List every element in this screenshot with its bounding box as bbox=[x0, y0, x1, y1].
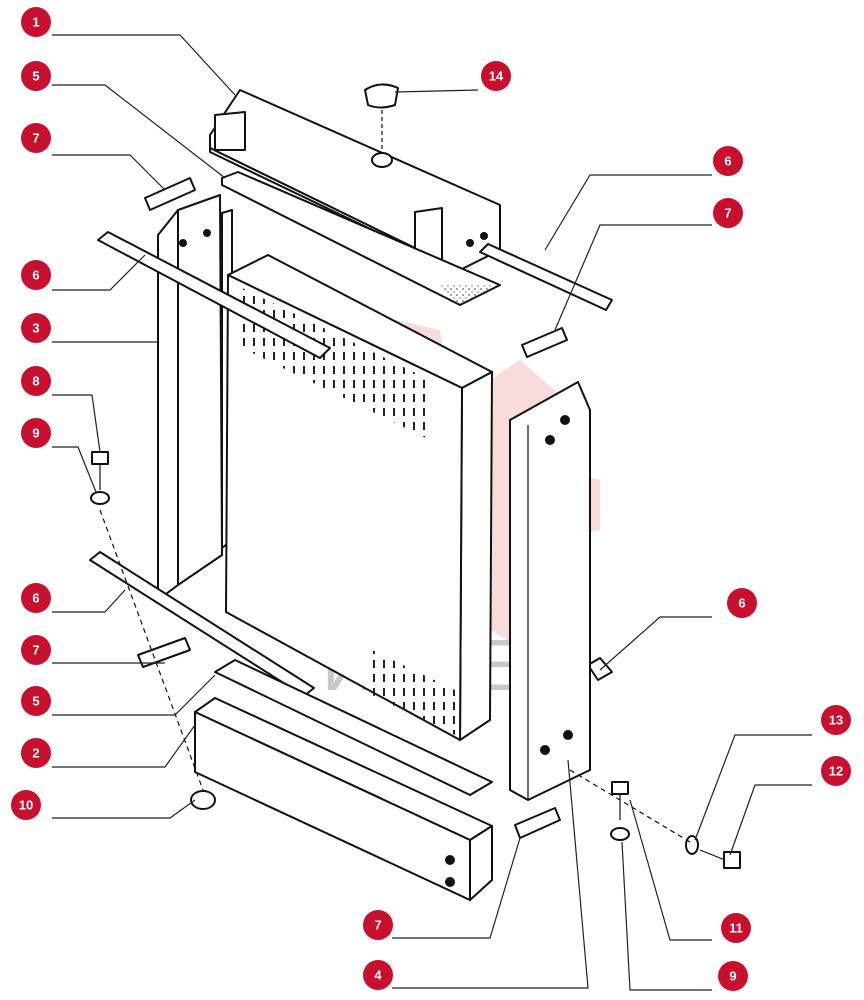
callout-5-bottom-label: 5 bbox=[32, 694, 39, 709]
callout-7-a: 7 bbox=[21, 123, 51, 153]
part-gasket-bottom bbox=[214, 659, 493, 796]
callout-14-label: 14 bbox=[489, 69, 504, 84]
callout-6-c-label: 6 bbox=[32, 591, 39, 606]
callout-10-label: 10 bbox=[19, 798, 33, 813]
callout-6-b-badge bbox=[21, 260, 51, 290]
callout-6-d: 6 bbox=[727, 588, 757, 618]
part-strap-upper-right bbox=[479, 243, 613, 311]
callout-6-c-badge bbox=[21, 583, 51, 613]
callout-10: 10 bbox=[11, 790, 41, 820]
part-washer-9-right bbox=[610, 827, 630, 841]
part-side-frame-left bbox=[157, 194, 233, 601]
callout-1-label: 1 bbox=[32, 15, 39, 30]
callout-7-b: 7 bbox=[713, 198, 743, 228]
callout-9-b-badge bbox=[718, 961, 748, 991]
callout-7-d: 7 bbox=[363, 910, 393, 940]
callout-7-a-badge bbox=[21, 123, 51, 153]
callout-7-d-badge bbox=[363, 910, 393, 940]
callout-6-a-badge bbox=[713, 146, 743, 176]
callout-6-d-badge bbox=[727, 588, 757, 618]
callout-12-label: 12 bbox=[829, 764, 843, 779]
callout-9-a-label: 9 bbox=[32, 426, 39, 441]
callout-6-a-label: 6 bbox=[724, 154, 731, 169]
part-strap-lower-left bbox=[89, 551, 315, 697]
callout-11-label: 11 bbox=[729, 921, 743, 936]
callout-8-badge bbox=[21, 366, 51, 396]
callout-9-b: 9 bbox=[718, 961, 748, 991]
callout-2-badge bbox=[21, 738, 51, 768]
callout-11-badge bbox=[721, 913, 751, 943]
callout-6-b: 6 bbox=[21, 260, 51, 290]
callout-13-label: 13 bbox=[829, 713, 843, 728]
part-bolt-8 bbox=[91, 451, 109, 490]
callout-4: 4 bbox=[363, 960, 393, 990]
callout-5-top: 5 bbox=[21, 61, 51, 91]
callout-9-a: 9 bbox=[21, 418, 51, 448]
callout-13-badge bbox=[821, 705, 851, 735]
callout-4-badge bbox=[363, 960, 393, 990]
callout-5-top-label: 5 bbox=[32, 69, 39, 84]
part-plate-small-a bbox=[144, 177, 196, 211]
part-strap-upper-left bbox=[97, 231, 331, 359]
callout-10-badge bbox=[11, 790, 41, 820]
part-bolt-12 bbox=[569, 769, 741, 869]
part-filler-cap bbox=[364, 83, 399, 168]
callout-3: 3 bbox=[21, 313, 51, 343]
part-bottom-tank bbox=[194, 697, 493, 901]
callout-7-b-label: 7 bbox=[724, 206, 731, 221]
callout-2-label: 2 bbox=[32, 746, 39, 761]
callout-3-badge bbox=[21, 313, 51, 343]
part-washer-13 bbox=[685, 835, 699, 855]
callout-7-c-badge bbox=[21, 635, 51, 665]
callout-13: 13 bbox=[821, 705, 851, 735]
part-plate-small-b bbox=[521, 327, 568, 358]
callout-5-top-badge bbox=[21, 61, 51, 91]
part-nut-10 bbox=[99, 509, 216, 810]
callout-6-c: 6 bbox=[21, 583, 51, 613]
callout-7-c: 7 bbox=[21, 635, 51, 665]
callout-7-b-badge bbox=[713, 198, 743, 228]
callout-6-a: 6 bbox=[713, 146, 743, 176]
callout-1-badge bbox=[21, 7, 51, 37]
callout-14-badge bbox=[481, 61, 511, 91]
part-plate-small-d bbox=[514, 807, 561, 839]
part-side-frame-right bbox=[509, 381, 591, 801]
callout-5-bottom-badge bbox=[21, 686, 51, 716]
leader-lines bbox=[52, 34, 812, 991]
callout-9-b-label: 9 bbox=[729, 969, 736, 984]
callout-2: 2 bbox=[21, 738, 51, 768]
part-bolt-11 bbox=[611, 781, 629, 820]
callout-7-d-label: 7 bbox=[374, 918, 381, 933]
callout-12-badge bbox=[821, 756, 851, 786]
part-washer-9-left bbox=[90, 491, 110, 505]
callout-8: 8 bbox=[21, 366, 51, 396]
callout-6-b-label: 6 bbox=[32, 268, 39, 283]
callout-12: 12 bbox=[821, 756, 851, 786]
callout-14: 14 bbox=[481, 61, 511, 91]
callout-5-bottom: 5 bbox=[21, 686, 51, 716]
callout-11: 11 bbox=[721, 913, 751, 943]
callout-4-label: 4 bbox=[374, 968, 382, 983]
callout-8-label: 8 bbox=[32, 374, 39, 389]
callout-7-c-label: 7 bbox=[32, 643, 39, 658]
callout-9-a-badge bbox=[21, 418, 51, 448]
callout-1: 1 bbox=[21, 7, 51, 37]
callout-6-d-label: 6 bbox=[738, 596, 745, 611]
part-radiator-core bbox=[225, 254, 493, 741]
callout-7-a-label: 7 bbox=[32, 131, 39, 146]
callout-3-label: 3 bbox=[32, 321, 39, 336]
part-strap-lower-right bbox=[587, 657, 613, 681]
part-gasket-top bbox=[221, 171, 501, 306]
